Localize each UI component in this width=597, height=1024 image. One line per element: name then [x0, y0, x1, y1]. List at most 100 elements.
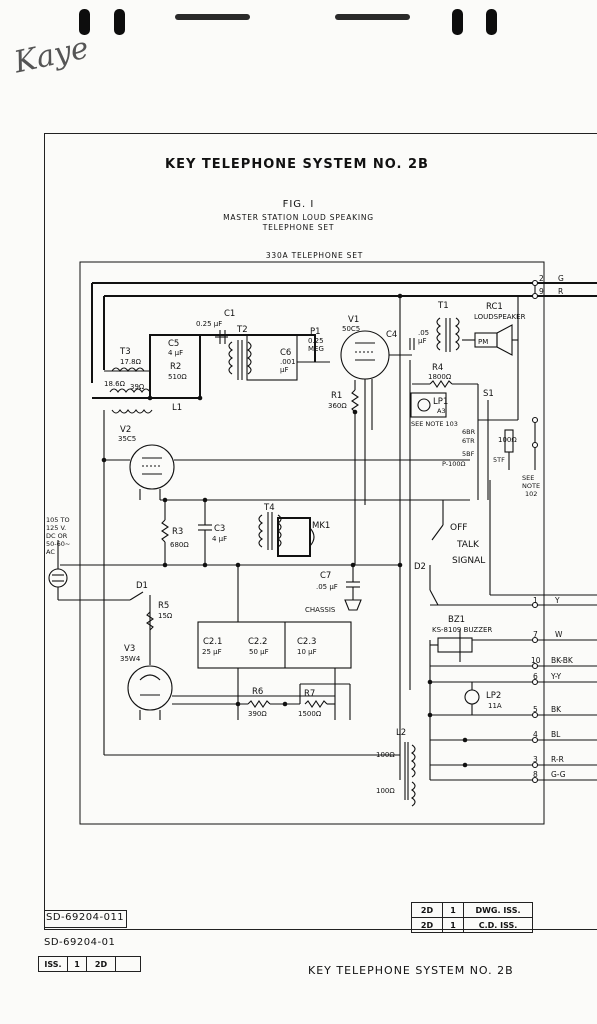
page-title: KEY TELEPHONE SYSTEM NO. 2B: [165, 157, 429, 172]
supply-label: 50-60~: [46, 540, 70, 548]
binder-slot: [175, 14, 250, 20]
terminal-6br: 6BR: [462, 428, 476, 436]
wire-color: Y-Y: [550, 672, 562, 681]
footer-title: KEY TELEPHONE SYSTEM NO. 2B: [308, 964, 514, 977]
figure-caption: TELEPHONE SET: [262, 223, 335, 232]
issue-cell: 1: [442, 917, 464, 933]
table-row: ISS. 1 2D: [38, 956, 141, 972]
binder-hole: [452, 9, 463, 35]
wire-color: BK: [551, 705, 562, 714]
value-c3: 4 µF: [212, 535, 227, 543]
label-t2: T2: [236, 325, 248, 335]
iss-cell: ISS.: [38, 956, 68, 972]
value-p1: 0.25: [308, 337, 324, 345]
value-r7: 1500Ω: [298, 710, 322, 718]
table-row: 2D 1 C.D. ISS.: [411, 917, 533, 933]
value-r5: 15Ω: [158, 612, 173, 620]
issue-table: 2D 1 DWG. ISS. 2D 1 C.D. ISS.: [411, 902, 533, 933]
wire-color: BL: [551, 730, 561, 739]
wire-num: 5: [533, 705, 538, 714]
value-c6: .001: [280, 358, 296, 366]
value-c23: 10 µF: [297, 648, 317, 656]
label-d2: D2: [414, 562, 426, 572]
wire-num: 6: [533, 672, 538, 681]
wire-num: 7: [533, 630, 538, 639]
value-t3: 17.8Ω: [120, 358, 142, 366]
value-r6: 390Ω: [248, 710, 267, 718]
label-s1: S1: [483, 389, 494, 399]
switch-signal: SIGNAL: [452, 556, 485, 566]
switch-talk: TALK: [456, 540, 480, 550]
value-c22: 50 µF: [249, 648, 269, 656]
see-note-102: SEE: [522, 474, 534, 482]
terminal-5bf: 5BF: [462, 450, 475, 458]
wire-color: G: [558, 274, 564, 283]
drawing-number-2: SD-69204-01: [44, 937, 116, 948]
label-r7: R7: [304, 689, 315, 699]
label-c3: C3: [214, 524, 225, 534]
wire-num: 1: [533, 596, 538, 605]
issue-cell: 2D: [411, 917, 443, 933]
wire-num: 10: [531, 656, 541, 665]
terminal-5tf: 5TF: [493, 456, 505, 464]
label-100ohm: 100Ω: [498, 436, 517, 444]
label-chassis: CHASSIS: [305, 606, 336, 614]
label-c22: C2.2: [248, 637, 267, 647]
supply-label: 125 V.: [46, 524, 66, 532]
switch-off: OFF: [450, 523, 467, 533]
label-bz1: BZ1: [448, 615, 465, 625]
value-rc1: LOUDSPEAKER: [474, 313, 526, 321]
label-r2: R2: [170, 362, 181, 372]
supply-label: DC OR: [46, 532, 68, 540]
supply-label: AC: [46, 548, 55, 556]
wire-num: 4: [533, 730, 538, 739]
label-mk1: MK1: [312, 521, 330, 531]
supply-label: 105 TO: [46, 516, 70, 524]
wire-label-group: 2 G 9 R 1 Y 7 W 10 BK-BK 6 Y-Y 5 BK 4 BL…: [531, 274, 574, 779]
wire-color: Y: [554, 596, 560, 605]
drawing-number: SD-69204-011: [46, 912, 125, 923]
wire-color: R-R: [551, 755, 564, 764]
label-c1: C1: [224, 309, 235, 319]
value-c4: .05: [418, 329, 429, 337]
iss-cell: 1: [67, 956, 87, 972]
label-r4: R4: [432, 363, 443, 373]
binder-slot: [335, 14, 410, 20]
wire-color: W: [555, 630, 563, 639]
label-l1: L1: [172, 403, 182, 413]
label-t3: T3: [119, 347, 131, 357]
issue-cell: 1: [442, 902, 464, 918]
value-bz1: KS-8109 BUZZER: [432, 626, 492, 634]
label-c5: C5: [168, 339, 179, 349]
wire-num: 9: [539, 287, 544, 296]
label-rc1: RC1: [486, 302, 503, 312]
value-v3: 35W4: [120, 655, 141, 663]
unit-p1: MEG: [308, 345, 324, 353]
label-t1: T1: [437, 301, 449, 311]
figure-caption: MASTER STATION LOUD SPEAKING: [223, 213, 374, 222]
label-v2: V2: [120, 425, 131, 435]
see-note-103: SEE NOTE 103: [411, 420, 458, 428]
value-c5: 4 µF: [168, 349, 183, 357]
value-v2: 35C5: [118, 435, 136, 443]
wire-num: 3: [533, 755, 538, 764]
unit-c6: µF: [280, 366, 288, 374]
wire-color: G-G: [551, 770, 566, 779]
label-r6: R6: [252, 687, 263, 697]
label-p1: P1: [310, 327, 321, 337]
value-r3: 680Ω: [170, 541, 189, 549]
binder-hole: [114, 9, 125, 35]
value-lp1: A3: [437, 407, 446, 415]
value-r2: 510Ω: [168, 373, 187, 381]
issue-cell: C.D. ISS.: [463, 917, 533, 933]
label-l2: L2: [396, 728, 406, 738]
label-t4: T4: [263, 503, 275, 513]
set-label: 330A TELEPHONE SET: [265, 251, 364, 260]
value-c7: .05 µF: [316, 583, 338, 591]
binder-hole: [79, 9, 90, 35]
value-l2a: 100Ω: [376, 751, 395, 759]
unit-c4: µF: [418, 337, 426, 345]
label-c23: C2.3: [297, 637, 316, 647]
label-r3: R3: [172, 527, 183, 537]
